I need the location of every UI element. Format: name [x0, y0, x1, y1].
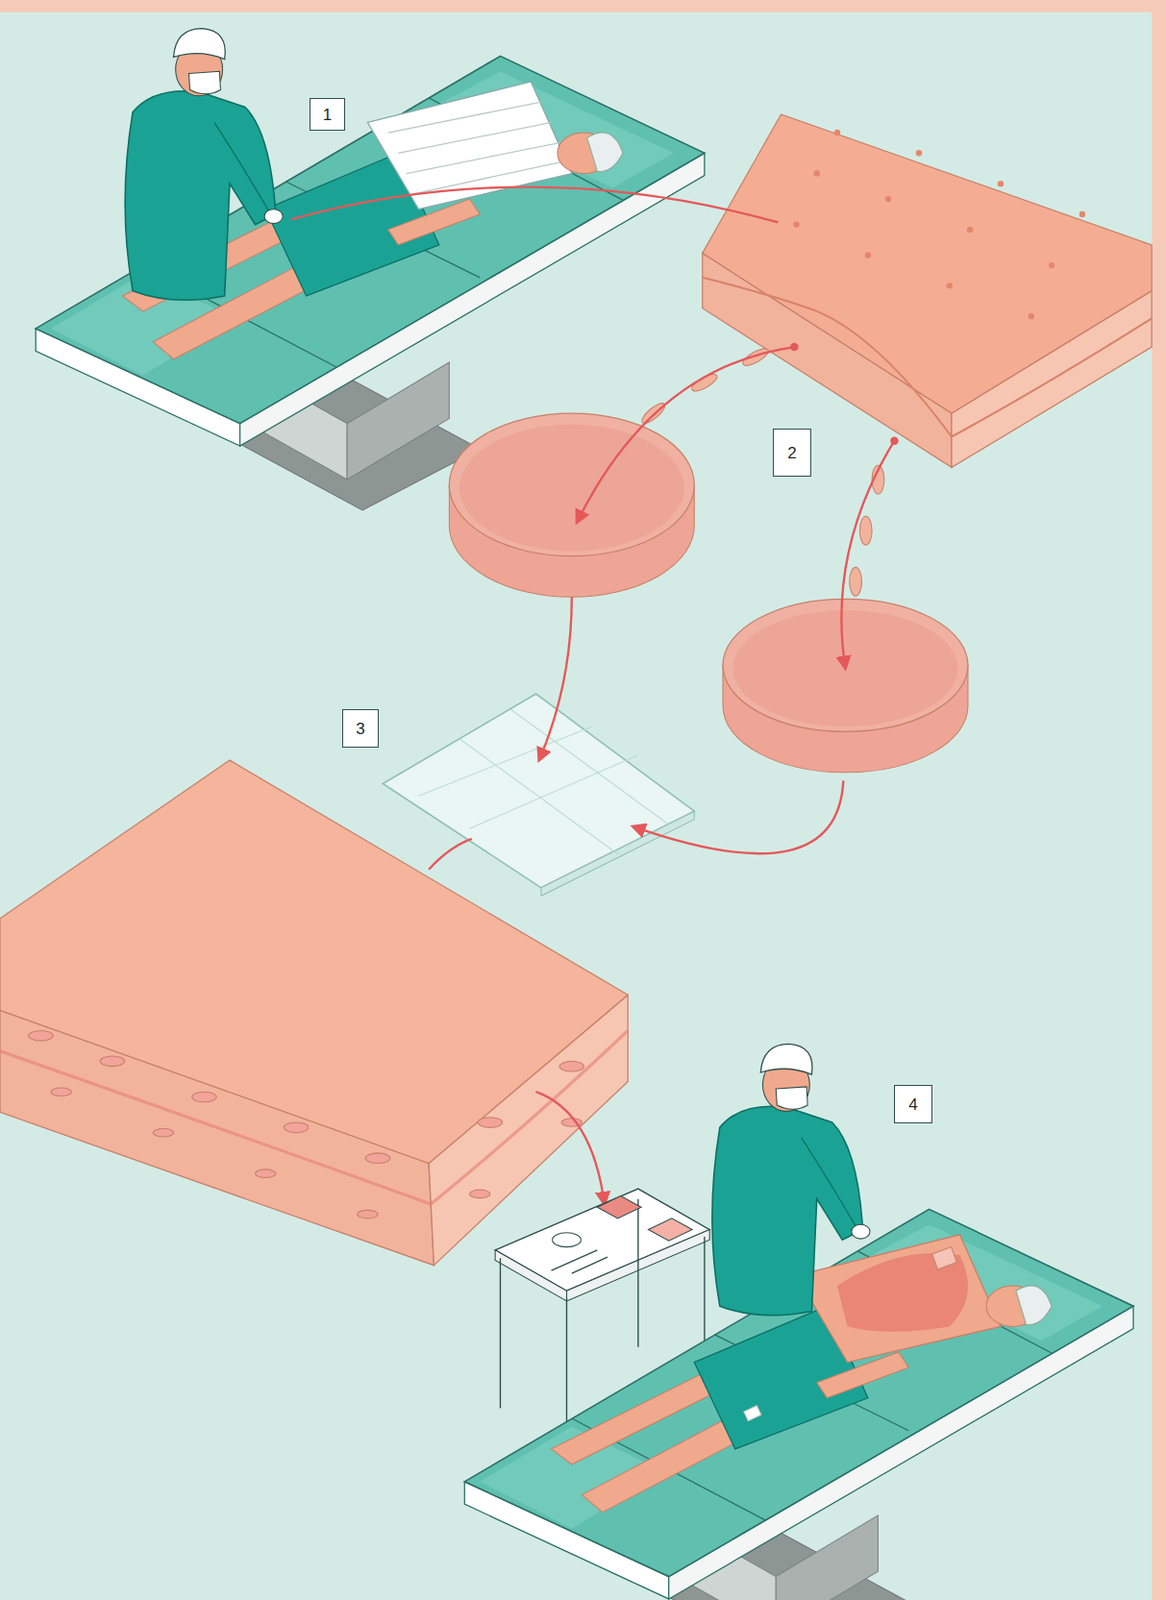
- callout-box: 1: [309, 98, 346, 131]
- callout-number: 2: [787, 445, 796, 462]
- callout-number: 4: [908, 1096, 918, 1114]
- callout-box: 4: [893, 1085, 933, 1124]
- callout-number: 3: [355, 720, 365, 738]
- callout-number: 1: [322, 106, 332, 124]
- callout-box: 3: [342, 709, 379, 748]
- callout-box: 2: [772, 428, 812, 477]
